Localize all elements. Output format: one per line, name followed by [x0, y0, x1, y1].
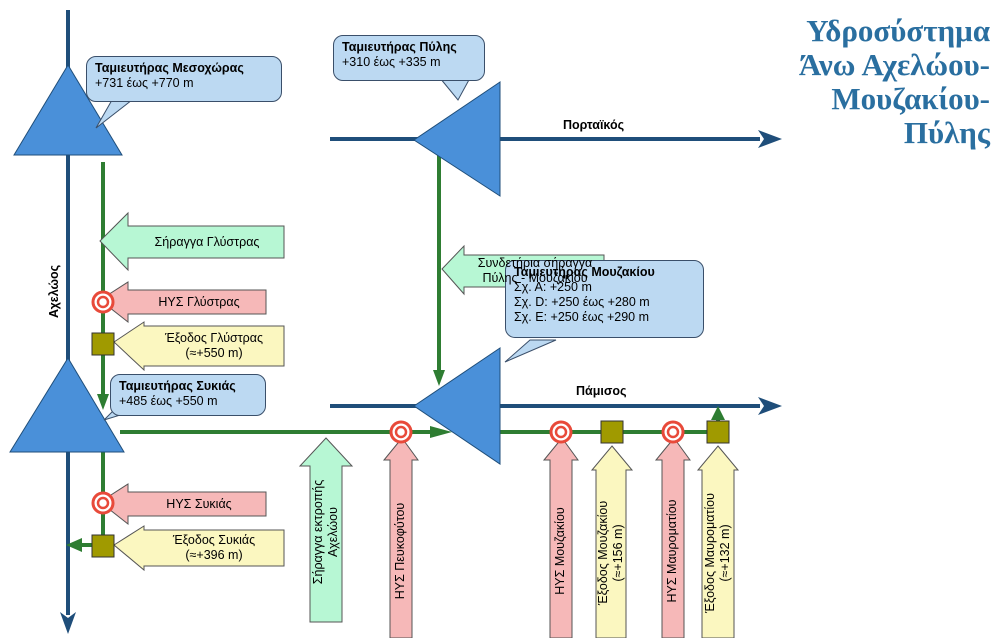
title-line-1: Υδροσύστημα	[806, 13, 990, 48]
title-line-3: Μουζακίου-	[831, 81, 990, 116]
reservoir-pyli-levels: +310 έως +335 m	[342, 55, 441, 69]
outlet-glystra-name: Έξοδος Γλύστρας	[164, 331, 264, 345]
hps-mavromati-label: ΗΥΣ Μαυροματίου	[665, 499, 679, 603]
outlet-mouzaki-marker	[600, 420, 624, 444]
arrow-sykia-outlet	[66, 538, 82, 552]
hps-pefkofyto-marker	[389, 420, 413, 444]
reservoir-mouzaki-scheme-a: Σχ. Α: +250 m	[514, 280, 592, 294]
callout-reservoir-sykia: Ταμιευτήρας Συκιάς +485 έως +550 m	[110, 374, 266, 416]
hps-mavromati-label-shape	[654, 437, 691, 638]
callout-reservoir-mouzaki: Ταμιευτήρας Μουζακίου Σχ. Α: +250 m Σχ. …	[505, 260, 704, 338]
hps-mouzaki-label: ΗΥΣ Μουζακίου	[553, 507, 567, 595]
callout-reservoir-mesochora: Ταμιευτήρας Μεσοχώρας +731 έως +770 m	[86, 56, 282, 102]
tunnel-glystra-label-shape	[99, 211, 285, 272]
reservoir-mouzaki-scheme-e: Σχ. Ε: +250 έως +290 m	[514, 310, 650, 324]
river-pamisos	[330, 397, 782, 415]
hps-pefkofyto-label: ΗΥΣ Πευκοφύτου	[393, 502, 407, 600]
outlet-mavromati-level: (≈+132 m)	[718, 524, 732, 582]
diagram-title: Υδροσύστημα Άνω Αχελώου- Μουζακίου- Πύλη…	[730, 14, 990, 150]
arrow-to-mouzaki-reservoir	[430, 426, 452, 438]
tunnel-diversion-line-1: Σήραγγα εκτροπής	[311, 479, 325, 585]
hps-glystra-marker	[91, 290, 115, 314]
outlet-mouzaki-name: Έξοδος Μουζακίου	[596, 500, 610, 606]
tunnel-diversion-line-2: Αχελώου	[326, 507, 340, 557]
tunnel-pyli-mouzaki-label: Συνδετήρια σήραγγα Πύλης - Μουζακίου	[466, 255, 604, 287]
outlet-mouzaki-level: (≈+156 m)	[611, 524, 625, 582]
reservoir-mouzaki-name: Ταμιευτήρας Μουζακίου	[514, 265, 655, 279]
reservoir-mesochora-name: Ταμιευτήρας Μεσοχώρας	[95, 61, 244, 75]
reservoir-mouzaki-triangle	[413, 347, 501, 465]
hps-mouzaki-label-shape	[542, 437, 579, 638]
outlet-mouzaki-label-shape	[590, 445, 634, 638]
outlet-glystra-label-shape	[113, 321, 285, 372]
arrow-mavromati-up	[711, 406, 725, 420]
outlet-sykia-level: (≈+396 m)	[185, 548, 243, 562]
reservoir-pyli-name: Ταμιευτήρας Πύλης	[342, 40, 457, 54]
outlet-mavromati-name: Έξοδος Μαυροματίου	[703, 493, 717, 613]
outlet-glystra-level: (≈+550 m)	[185, 346, 243, 360]
hps-sykia-marker	[91, 491, 115, 515]
outlet-glystra-label: Έξοδος Γλύστρας (≈+550 m)	[146, 327, 282, 365]
hps-mouzaki-marker	[549, 420, 573, 444]
tunnel-pyli-mouzaki-line-1: Συνδετήρια σήραγγα	[477, 256, 593, 270]
outlet-sykia-marker	[91, 534, 115, 558]
title-line-2: Άνω Αχελώου-	[798, 47, 990, 82]
outlet-mouzaki-label: Έξοδος Μουζακίου (≈+156 m)	[596, 470, 626, 636]
callout-mouzaki-tail	[504, 339, 557, 363]
tunnel-pyli-mouzaki-line-2: Πύλης - Μουζακίου	[482, 271, 588, 285]
outlet-sykia-name: Έξοδος Συκιάς	[172, 533, 256, 547]
callout-mesochora-tail	[95, 99, 134, 129]
tunnel-diversion-label-shape	[298, 437, 354, 623]
arrow-pyli-mouzaki-down	[433, 370, 445, 386]
river-portaikos	[330, 130, 782, 148]
hps-mavromati-marker	[661, 420, 685, 444]
outlet-mavromati-label: Έξοδος Μαυροματίου (≈+132 m)	[703, 470, 733, 636]
reservoir-sykia-name: Ταμιευτήρας Συκιάς	[119, 379, 236, 393]
arrow-glystra-down	[97, 394, 109, 410]
reservoir-mesochora-levels: +731 έως +770 m	[95, 76, 194, 90]
outlet-sykia-label: Έξοδος Συκιάς (≈+396 m)	[146, 530, 282, 566]
tunnel-glystra-label: Σήραγγα Γλύστρας	[154, 234, 260, 249]
callout-reservoir-pyli: Ταμιευτήρας Πύλης +310 έως +335 m	[333, 35, 485, 81]
reservoir-sykia-triangle	[9, 357, 125, 453]
hps-glystra-label-shape	[99, 281, 267, 324]
reservoir-mouzaki-scheme-d: Σχ. D: +250 έως +280 m	[514, 295, 650, 309]
outlet-glystra-marker	[91, 332, 115, 356]
reservoir-pyli-triangle	[413, 81, 501, 197]
hps-sykia-label-shape	[99, 483, 267, 526]
river-pamisos-label: Πάμισος	[576, 384, 627, 398]
hps-pefkofyto-label-shape	[382, 437, 419, 638]
reservoir-sykia-levels: +485 έως +550 m	[119, 394, 218, 408]
reservoir-mesochora-triangle	[13, 64, 123, 156]
outlet-mavromati-marker	[706, 420, 730, 444]
outlet-mavromati-label-shape	[696, 445, 740, 638]
tunnel-diversion-label: Σήραγγα εκτροπής Αχελώου	[311, 467, 341, 597]
callout-pyli-tail	[438, 77, 471, 101]
hps-glystra-label: ΗΥΣ Γλύστρας	[158, 294, 240, 309]
outlet-sykia-label-shape	[113, 525, 285, 572]
river-portaikos-label: Πορταϊκός	[563, 118, 625, 132]
hps-sykia-label: ΗΥΣ Συκιάς	[166, 496, 232, 511]
river-acheloos-label: Αχελώος	[47, 264, 61, 318]
title-line-4: Πύλης	[903, 115, 990, 150]
